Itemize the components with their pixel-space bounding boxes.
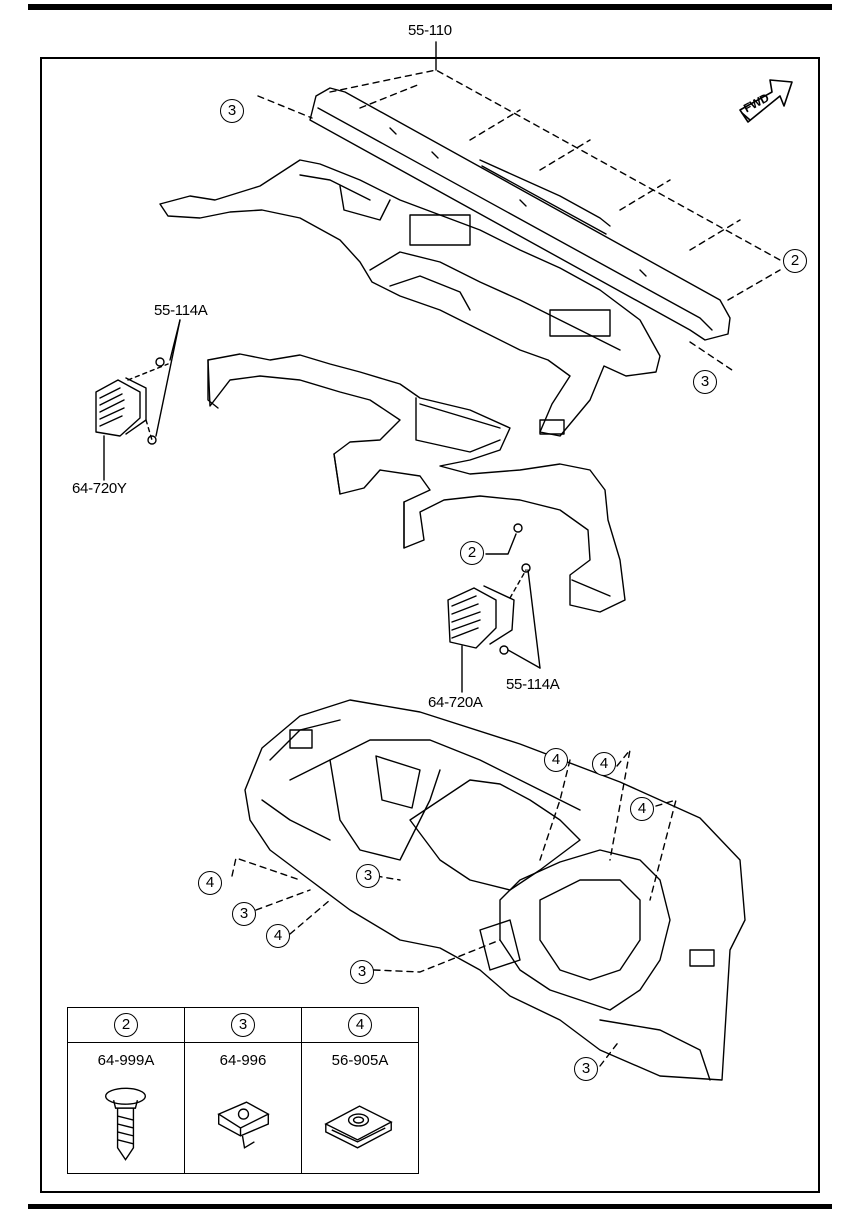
screw-icon (104, 1087, 147, 1161)
legend-part-number: 64-999A (97, 1052, 155, 1069)
left-vent-leaders (103, 319, 181, 481)
screw-icon (521, 563, 531, 573)
callout-2: 2 (460, 541, 484, 565)
callout-4: 4 (630, 797, 654, 821)
left-vent (95, 377, 147, 437)
clip-nut-icon (217, 1101, 270, 1149)
assembly-part-number: 55-110 (408, 22, 452, 39)
callout-3: 3 (356, 864, 380, 888)
panel-clip-leaders (231, 749, 677, 1067)
u-nut-icon (324, 1105, 393, 1149)
callout-2: 2 (783, 249, 807, 273)
panel-dash-leaders (257, 69, 781, 373)
callout-3: 3 (350, 960, 374, 984)
screw-icon (499, 645, 509, 655)
fastener-legend: 2 64-999A 3 64-996 4 56-905A (67, 1007, 419, 1174)
vent-right-part-number: 64-720A (428, 694, 483, 711)
callout-3: 3 (220, 99, 244, 123)
legend-part-number: 64-996 (219, 1052, 267, 1069)
callout-3: 3 (232, 902, 256, 926)
instrument-panel (244, 699, 746, 1081)
right-vent-leaders (461, 523, 541, 693)
legend-cell: 2 64-999A (68, 1008, 185, 1173)
callout-4: 4 (198, 871, 222, 895)
legend-cell: 3 64-996 (185, 1008, 302, 1173)
screw-icon (155, 357, 165, 367)
callout-4: 4 (544, 748, 568, 772)
defroster-panel (309, 87, 731, 341)
screw-right-part-number: 55-114A (506, 676, 560, 693)
legend-callout: 3 (231, 1013, 255, 1037)
legend-cell: 4 56-905A (302, 1008, 418, 1173)
callout-2-leader (485, 533, 517, 555)
top-rule (28, 4, 832, 10)
legend-part-number: 56-905A (331, 1052, 389, 1069)
legend-callout: 2 (114, 1013, 138, 1037)
screw-icon (513, 523, 523, 533)
callout-4: 4 (592, 752, 616, 776)
callout-3: 3 (574, 1057, 598, 1081)
callout-3: 3 (693, 370, 717, 394)
diagram-frame (40, 57, 820, 1193)
screw-left-part-number: 55-114A (154, 302, 208, 319)
callout-4: 4 (266, 924, 290, 948)
lower-duct (207, 353, 626, 613)
fwd-arrow-icon (739, 79, 793, 123)
bottom-rule (28, 1204, 832, 1209)
upper-duct (159, 159, 661, 437)
right-vent (447, 585, 515, 649)
screw-icon (147, 435, 157, 445)
legend-callout: 4 (348, 1013, 372, 1037)
vent-left-part-number: 64-720Y (72, 480, 127, 497)
